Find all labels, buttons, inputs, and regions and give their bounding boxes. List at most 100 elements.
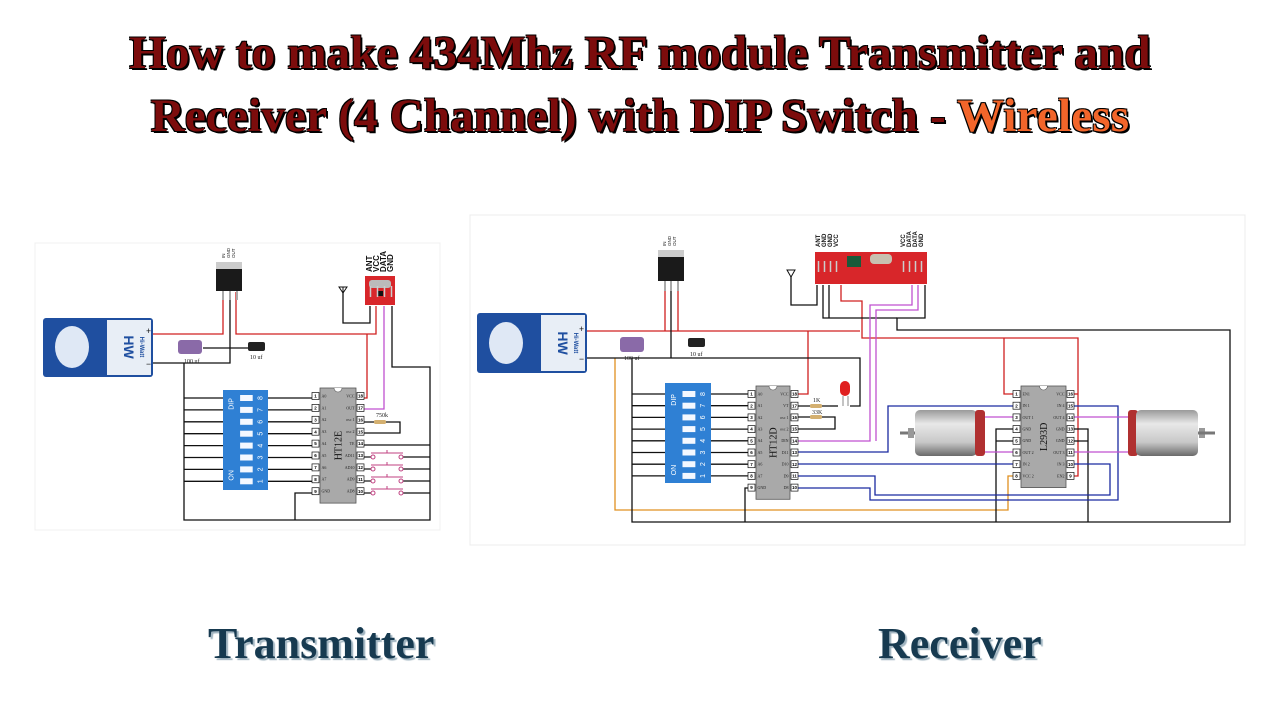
- wire-data: [796, 285, 913, 442]
- pin-box: [311, 475, 320, 484]
- pin-number: 3: [1015, 415, 1018, 420]
- pin-box: [790, 390, 799, 398]
- pin-label: DIN: [781, 438, 788, 443]
- button-contact: [398, 466, 404, 472]
- capacitor-10uf-label: 10 uf: [250, 354, 263, 361]
- dip-wires: [184, 397, 313, 482]
- pin-label: A5: [758, 450, 763, 455]
- dip-label: DIP: [229, 398, 236, 410]
- pin-box: [790, 413, 799, 422]
- dip-toggle: [682, 402, 696, 409]
- pin-number: 1: [314, 394, 317, 399]
- pin-label: VCC: [780, 391, 789, 396]
- pin-number: 14: [792, 438, 798, 443]
- pin-box: [311, 487, 320, 496]
- pin-box: [747, 413, 756, 422]
- pin-number: 4: [1015, 427, 1018, 432]
- button-contact: [370, 490, 376, 496]
- button-contact: [398, 478, 404, 484]
- battery-9v: HW Hi-Watt + −: [43, 318, 153, 377]
- pin-box: [747, 425, 756, 433]
- regulator-pin-out: OUT: [672, 236, 677, 246]
- module-pin-label: GND: [386, 254, 395, 272]
- pin-box: [790, 472, 799, 480]
- wire-enable: [614, 358, 1020, 511]
- pin-number: 16: [792, 415, 798, 420]
- module-pin-label: GND: [822, 233, 828, 247]
- pin-box: [1066, 401, 1075, 410]
- wire-data: [358, 306, 385, 410]
- ic-body: [319, 387, 357, 504]
- dip-number: 4: [700, 439, 707, 443]
- battery-plus: +: [146, 326, 151, 336]
- dip-toggle: [682, 414, 696, 421]
- pin-label: GND: [1056, 427, 1065, 432]
- pin-box: [747, 390, 756, 398]
- pin-box: [747, 483, 756, 492]
- pin-box: [1066, 460, 1075, 469]
- pin-number: 14: [358, 441, 364, 446]
- pin-box: [1066, 472, 1075, 480]
- module-pin-label: DATA: [913, 231, 919, 247]
- pin-label: AD9: [347, 477, 355, 482]
- regulator-pin-gnd: GND: [226, 247, 231, 258]
- dip-number: 8: [700, 392, 707, 396]
- dip-toggle: [240, 442, 253, 449]
- pin-label: IN 2: [1023, 462, 1030, 467]
- wire-regulator-to-module-vcc: [235, 292, 377, 335]
- module-pin-label: ANT: [365, 255, 374, 272]
- pin-number: 13: [1068, 427, 1074, 432]
- pin-number: 17: [358, 406, 364, 411]
- dip-number: 2: [257, 467, 264, 471]
- resistor-750k: 750k: [374, 413, 388, 424]
- wire-enable1: [1003, 338, 1016, 395]
- pin-box: [356, 427, 365, 436]
- pin-box: [356, 439, 365, 448]
- pin-label: VCC: [1056, 391, 1065, 396]
- pin-number: 6: [750, 450, 753, 455]
- pin-box: [747, 401, 756, 410]
- receiver-schematic: HW Hi-Watt + − IN GND OUT 100 uf 10 uf: [469, 214, 1246, 546]
- wire-ground-loop: [631, 285, 1231, 523]
- pin-box: [747, 460, 756, 469]
- dip-toggle: [682, 449, 696, 456]
- battery-9v: HW Hi-Watt + −: [477, 313, 587, 373]
- pin-label: A2: [758, 415, 763, 420]
- pin-box: [790, 460, 799, 469]
- pin-number: 8: [1015, 474, 1018, 479]
- regulator-pin-gnd: GND: [667, 235, 672, 246]
- dip-number: 5: [257, 432, 264, 436]
- dip-body: [223, 390, 268, 490]
- pin-box: [356, 475, 365, 484]
- pin-label: D9: [784, 473, 789, 478]
- pin-label: IN 4: [1057, 403, 1064, 408]
- pin-number: 10: [792, 485, 798, 490]
- dip-number: 5: [700, 427, 707, 431]
- pin-number: 3: [750, 415, 753, 420]
- pin-box: [311, 415, 320, 424]
- ic-name: HT12D: [769, 427, 780, 458]
- dip-number: 6: [257, 420, 264, 424]
- pin-box: [356, 451, 365, 460]
- pin-number: 12: [792, 462, 798, 467]
- capacitor-100uf-label: 100 uf: [624, 355, 640, 362]
- pin-box: [1012, 413, 1021, 422]
- pin-number: 15: [358, 429, 364, 434]
- pin-label: EN2: [1057, 473, 1064, 478]
- capacitor-100uf: 100 uf: [620, 337, 644, 362]
- ic-body: [1020, 385, 1067, 488]
- resistor-1k-label: 1K: [813, 398, 821, 404]
- pin-number: 14: [1068, 415, 1074, 420]
- pin-label: A1: [758, 403, 763, 408]
- pin-label: A7: [758, 473, 763, 478]
- dip-label: DIP: [671, 394, 678, 406]
- dip-on-label: ON: [229, 470, 236, 481]
- dip-number: 8: [257, 396, 264, 400]
- pin-label: GND: [1023, 438, 1032, 443]
- dip-toggle: [682, 426, 696, 433]
- pin-number: 9: [1069, 474, 1072, 479]
- pin-number: 13: [358, 453, 364, 458]
- pin-box: [1012, 425, 1021, 433]
